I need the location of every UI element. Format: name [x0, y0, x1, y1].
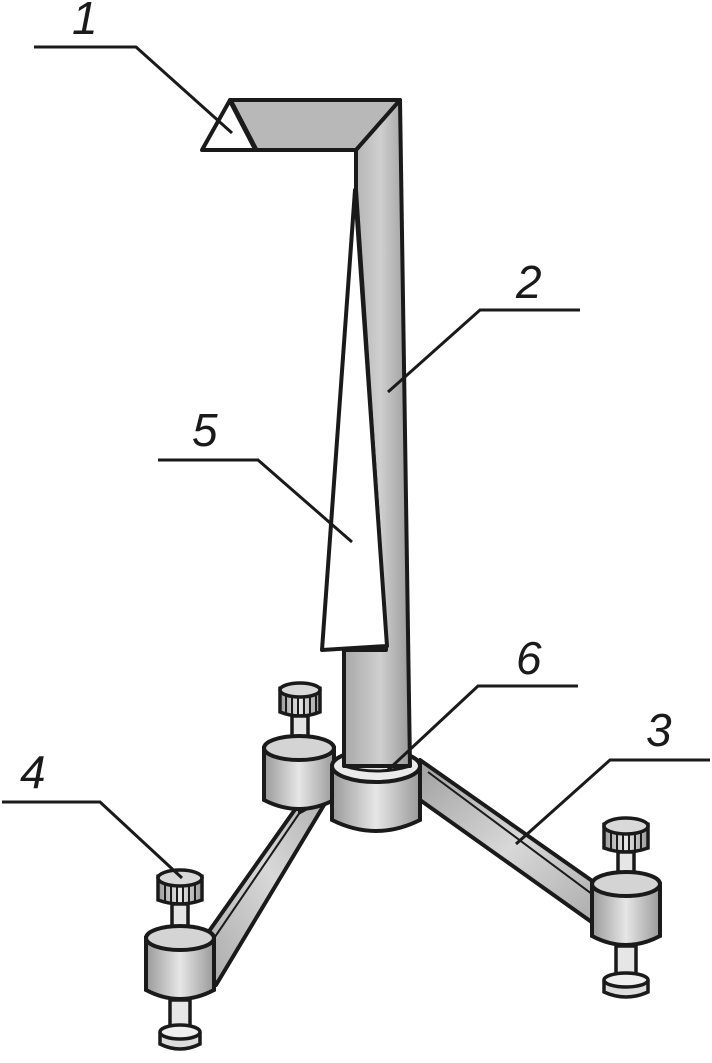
leader-line-3 — [515, 758, 710, 846]
callout-label-2: 2 — [515, 256, 542, 308]
leveling-screw-back — [262, 681, 336, 811]
prism — [200, 98, 259, 152]
callout-label-3: 3 — [646, 704, 672, 756]
leveling-screw-left — [144, 868, 216, 1051]
leader-line-6 — [386, 684, 578, 772]
leader-line-1 — [34, 45, 234, 135]
wedge-scale — [320, 188, 389, 652]
callout-label-4: 4 — [20, 746, 46, 798]
leveling-screw-right — [590, 816, 662, 999]
leader-line-2 — [387, 308, 580, 394]
callout-label-1: 1 — [72, 0, 98, 44]
callout-label-5: 5 — [192, 404, 218, 456]
upright-column — [228, 98, 412, 773]
callout-label-6: 6 — [516, 632, 542, 684]
leader-line-4 — [2, 800, 184, 880]
leader-line-5 — [158, 458, 353, 544]
